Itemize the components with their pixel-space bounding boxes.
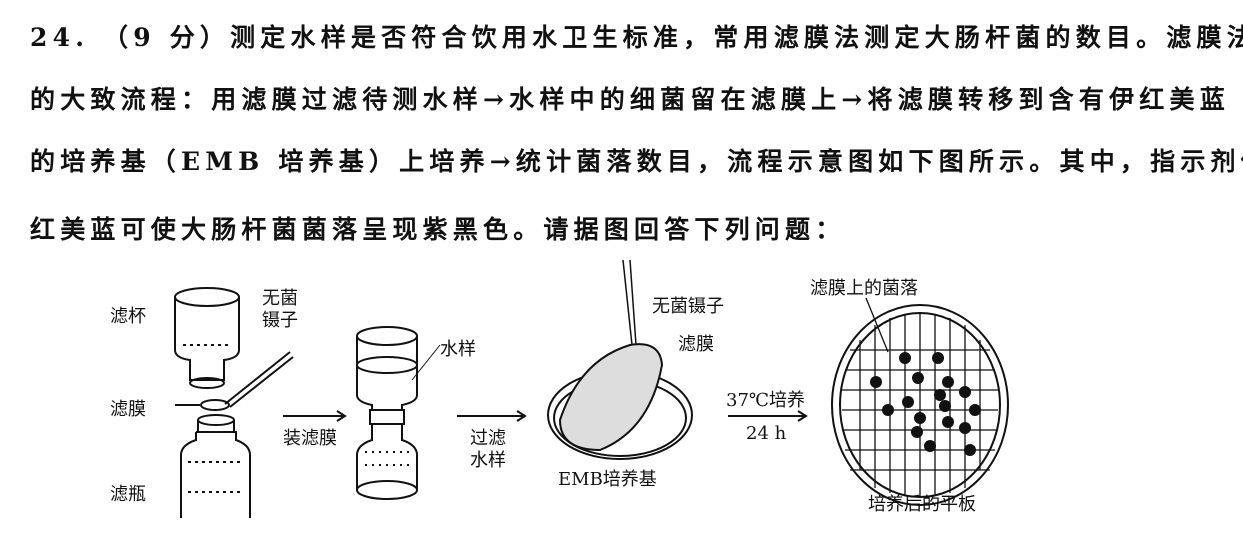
emb-dish-illustration — [547, 259, 693, 460]
label-colonies: 滤膜上的菌落 — [810, 278, 918, 299]
water-sample-pointer — [411, 344, 441, 381]
question-line-2: 的大致流程：用滤膜过滤待测水样→水样中的细菌留在滤膜上→将滤膜转移到含有伊红美蓝 — [30, 85, 1230, 114]
label-cultured-plate: 培养后的平板 — [868, 494, 976, 515]
label-sterile-tweezers-1a: 无菌 — [262, 288, 298, 309]
tweezers-illustration — [175, 351, 294, 408]
label-filter-cup: 滤杯 — [110, 306, 146, 327]
label-step-filter-b: 水样 — [470, 450, 506, 471]
filter-bottle-illustration — [180, 414, 251, 518]
question-line-3: 的培养基（EMB 培养基）上培养→统计菌落数目，流程示意图如下图所示。其中，指示… — [30, 147, 1243, 176]
arrow-filter — [457, 410, 527, 422]
arrow-install — [283, 410, 347, 422]
label-step-install: 装滤膜 — [283, 428, 337, 449]
membrane-illustration — [200, 399, 230, 411]
label-sterile-tweezers-2: 无菌镊子 — [652, 296, 724, 317]
label-step-culture-b: 24 h — [746, 423, 787, 444]
question-line-1: 24. （9 分）测定水样是否符合饮用水卫生标准，常用滤膜法测定大肠杆菌的数目。… — [30, 23, 1243, 52]
label-step-culture-a: 37℃培养 — [726, 390, 806, 411]
label-emb-medium: EMB培养基 — [558, 469, 657, 490]
cultured-plate-illustration — [831, 297, 1009, 506]
label-filter-bottle: 滤瓶 — [110, 484, 146, 505]
label-membrane-1: 滤膜 — [110, 399, 146, 420]
label-membrane-2: 滤膜 — [678, 334, 714, 355]
label-step-filter-a: 过滤 — [470, 428, 506, 449]
colonies — [870, 352, 981, 456]
filter-cup-illustration — [174, 287, 240, 389]
assembled-filter-illustration — [356, 326, 418, 500]
label-water-sample: 水样 — [440, 339, 476, 360]
arrow-culture — [728, 410, 808, 422]
label-sterile-tweezers-1b: 镊子 — [262, 310, 298, 331]
question-line-4: 红美蓝可使大肠杆菌菌落呈现紫黑色。请据图回答下列问题： — [30, 215, 846, 244]
